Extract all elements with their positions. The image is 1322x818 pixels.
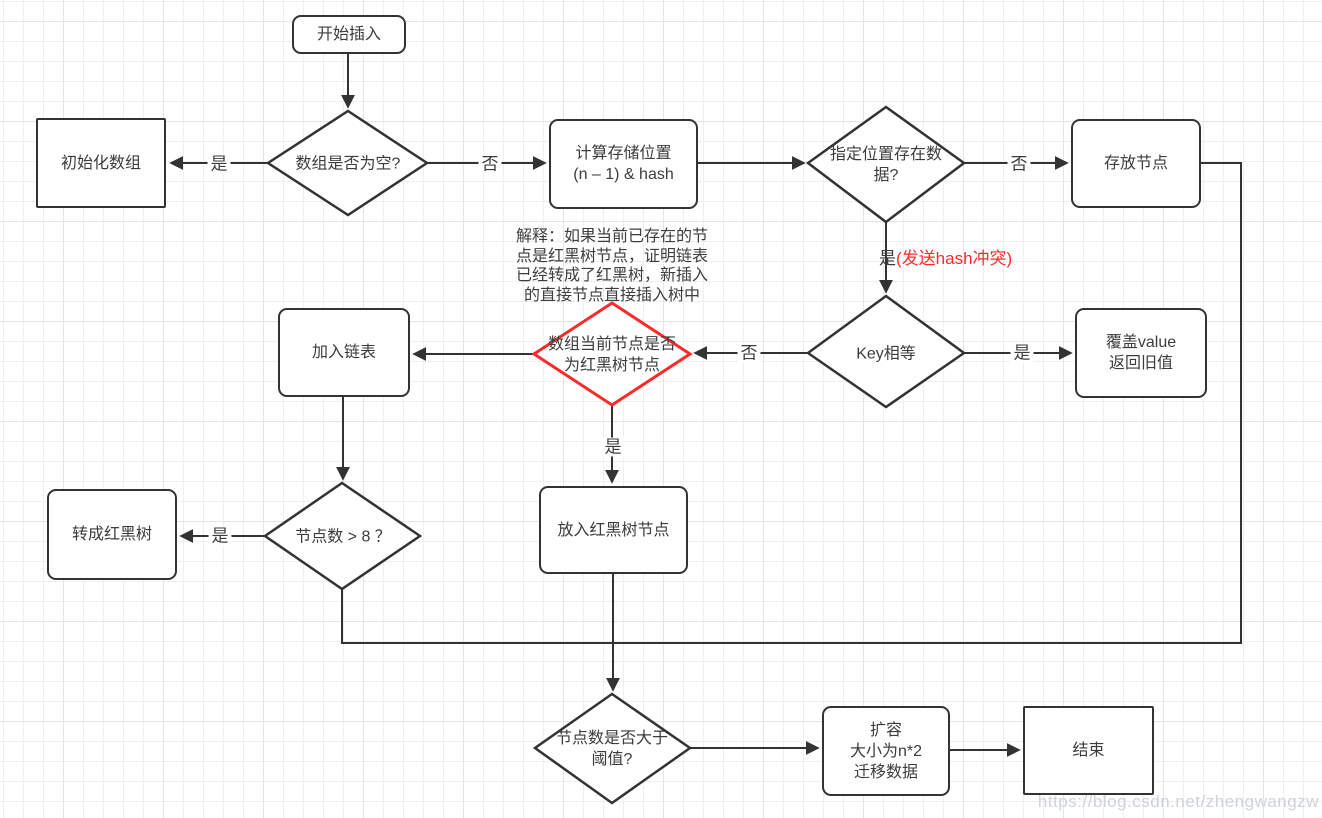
node-put-rbtree-node-label: 放入红黑树节点 bbox=[557, 521, 670, 539]
node-overwrite-value-line1: 覆盖value bbox=[1105, 334, 1177, 351]
edge-label-empty-no: 否 bbox=[478, 154, 502, 174]
node-overwrite-value-line2: 返回旧值 bbox=[1108, 355, 1173, 372]
node-calc-position-line1: 计算存储位置 bbox=[575, 145, 672, 162]
decision-position-has-data-label: 指定位置存在数 据? bbox=[800, 144, 972, 186]
edge-label-pos-yes-hash-conflict: 是(发送hash冲突) bbox=[879, 249, 1012, 268]
node-store-node: 存放节点 bbox=[1071, 119, 1201, 208]
watermark-url: https://blog.csdn.net/zhengwangzw bbox=[1037, 792, 1319, 811]
node-store-node-label: 存放节点 bbox=[1103, 155, 1168, 172]
edge-label-key-no: 否 bbox=[737, 343, 761, 363]
node-end-label: 结束 bbox=[1072, 742, 1105, 759]
edge-label-empty-yes: 是 bbox=[207, 154, 231, 174]
node-to-red-black-tree-label: 转成红黑树 bbox=[71, 526, 152, 543]
edge-label-count-yes: 是 bbox=[208, 526, 232, 546]
node-put-rbtree-node: 放入红黑树节点 bbox=[539, 486, 688, 574]
node-init-array: 初始化数组 bbox=[36, 118, 166, 208]
decision-node-count-label: 节点数 > 8 ？ bbox=[295, 528, 391, 546]
node-calc-position: 计算存储位置 (n – 1) & hash bbox=[549, 119, 698, 209]
node-start-label: 开始插入 bbox=[316, 26, 381, 43]
decision-position-has-data-line2: 据? bbox=[873, 167, 899, 184]
edge-store-merge-line bbox=[341, 162, 1242, 644]
node-start: 开始插入 bbox=[292, 15, 406, 54]
edge-label-pos-no: 否 bbox=[1007, 154, 1031, 174]
decision-over-threshold-label: 节点数是否大于 阈值? bbox=[526, 728, 698, 770]
decision-node-count-shape bbox=[262, 481, 423, 591]
node-end: 结束 bbox=[1023, 706, 1154, 795]
node-resize-line1: 扩容 bbox=[869, 721, 902, 739]
node-calc-position-line2: (n – 1) & hash bbox=[573, 166, 674, 183]
decision-is-rbtree-node-label: 数组当前节点是否 为红黑树节点 bbox=[526, 334, 698, 376]
explanation-note-line1: 解释：如果当前已存在的节 bbox=[515, 228, 708, 245]
node-resize: 扩容 大小为n*2 迁移数据 bbox=[822, 706, 950, 796]
explanation-note-line4: 的直接节点直接插入树中 bbox=[523, 286, 700, 304]
decision-is-rbtree-node-shape bbox=[531, 301, 693, 407]
decision-key-equal-label: Key相等 bbox=[856, 345, 916, 363]
decision-over-threshold-line2: 阈值? bbox=[591, 751, 633, 768]
decision-is-rbtree-node-line1: 数组当前节点是否 bbox=[547, 336, 676, 353]
explanation-note: 解释：如果当前已存在的节 点是红黑树节点，证明链表 已经转成了红黑树，新插入 的… bbox=[478, 227, 746, 305]
decision-array-empty-shape bbox=[265, 109, 430, 217]
node-init-array-label: 初始化数组 bbox=[60, 154, 141, 172]
node-resize-line3: 迁移数据 bbox=[853, 763, 918, 781]
explanation-note-line2: 点是红黑树节点，证明链表 bbox=[515, 247, 708, 265]
edge-label-pos-yes: 是 bbox=[879, 249, 896, 268]
node-add-to-list: 加入链表 bbox=[278, 308, 410, 397]
decision-over-threshold-line1: 节点数是否大于 bbox=[555, 730, 668, 747]
node-overwrite-value: 覆盖value 返回旧值 bbox=[1075, 308, 1207, 398]
decision-position-has-data-line1: 指定位置存在数 bbox=[829, 146, 942, 163]
decision-over-threshold-shape bbox=[532, 692, 693, 805]
edge-label-rbtree-yes: 是 bbox=[601, 437, 625, 457]
edge-label-pos-yes-red: (发送hash冲突) bbox=[896, 249, 1013, 268]
decision-key-equal-shape bbox=[805, 294, 967, 409]
decision-array-empty-label: 数组是否为空? bbox=[295, 155, 401, 173]
edge-label-key-yes: 是 bbox=[1010, 343, 1034, 363]
node-resize-line2: 大小为n*2 bbox=[849, 742, 923, 760]
node-add-to-list-label: 加入链表 bbox=[311, 344, 376, 361]
node-to-red-black-tree: 转成红黑树 bbox=[47, 489, 177, 580]
decision-is-rbtree-node-line2: 为红黑树节点 bbox=[563, 357, 660, 374]
decision-position-has-data-shape bbox=[805, 105, 967, 224]
explanation-note-line3: 已经转成了红黑树，新插入 bbox=[515, 267, 708, 284]
